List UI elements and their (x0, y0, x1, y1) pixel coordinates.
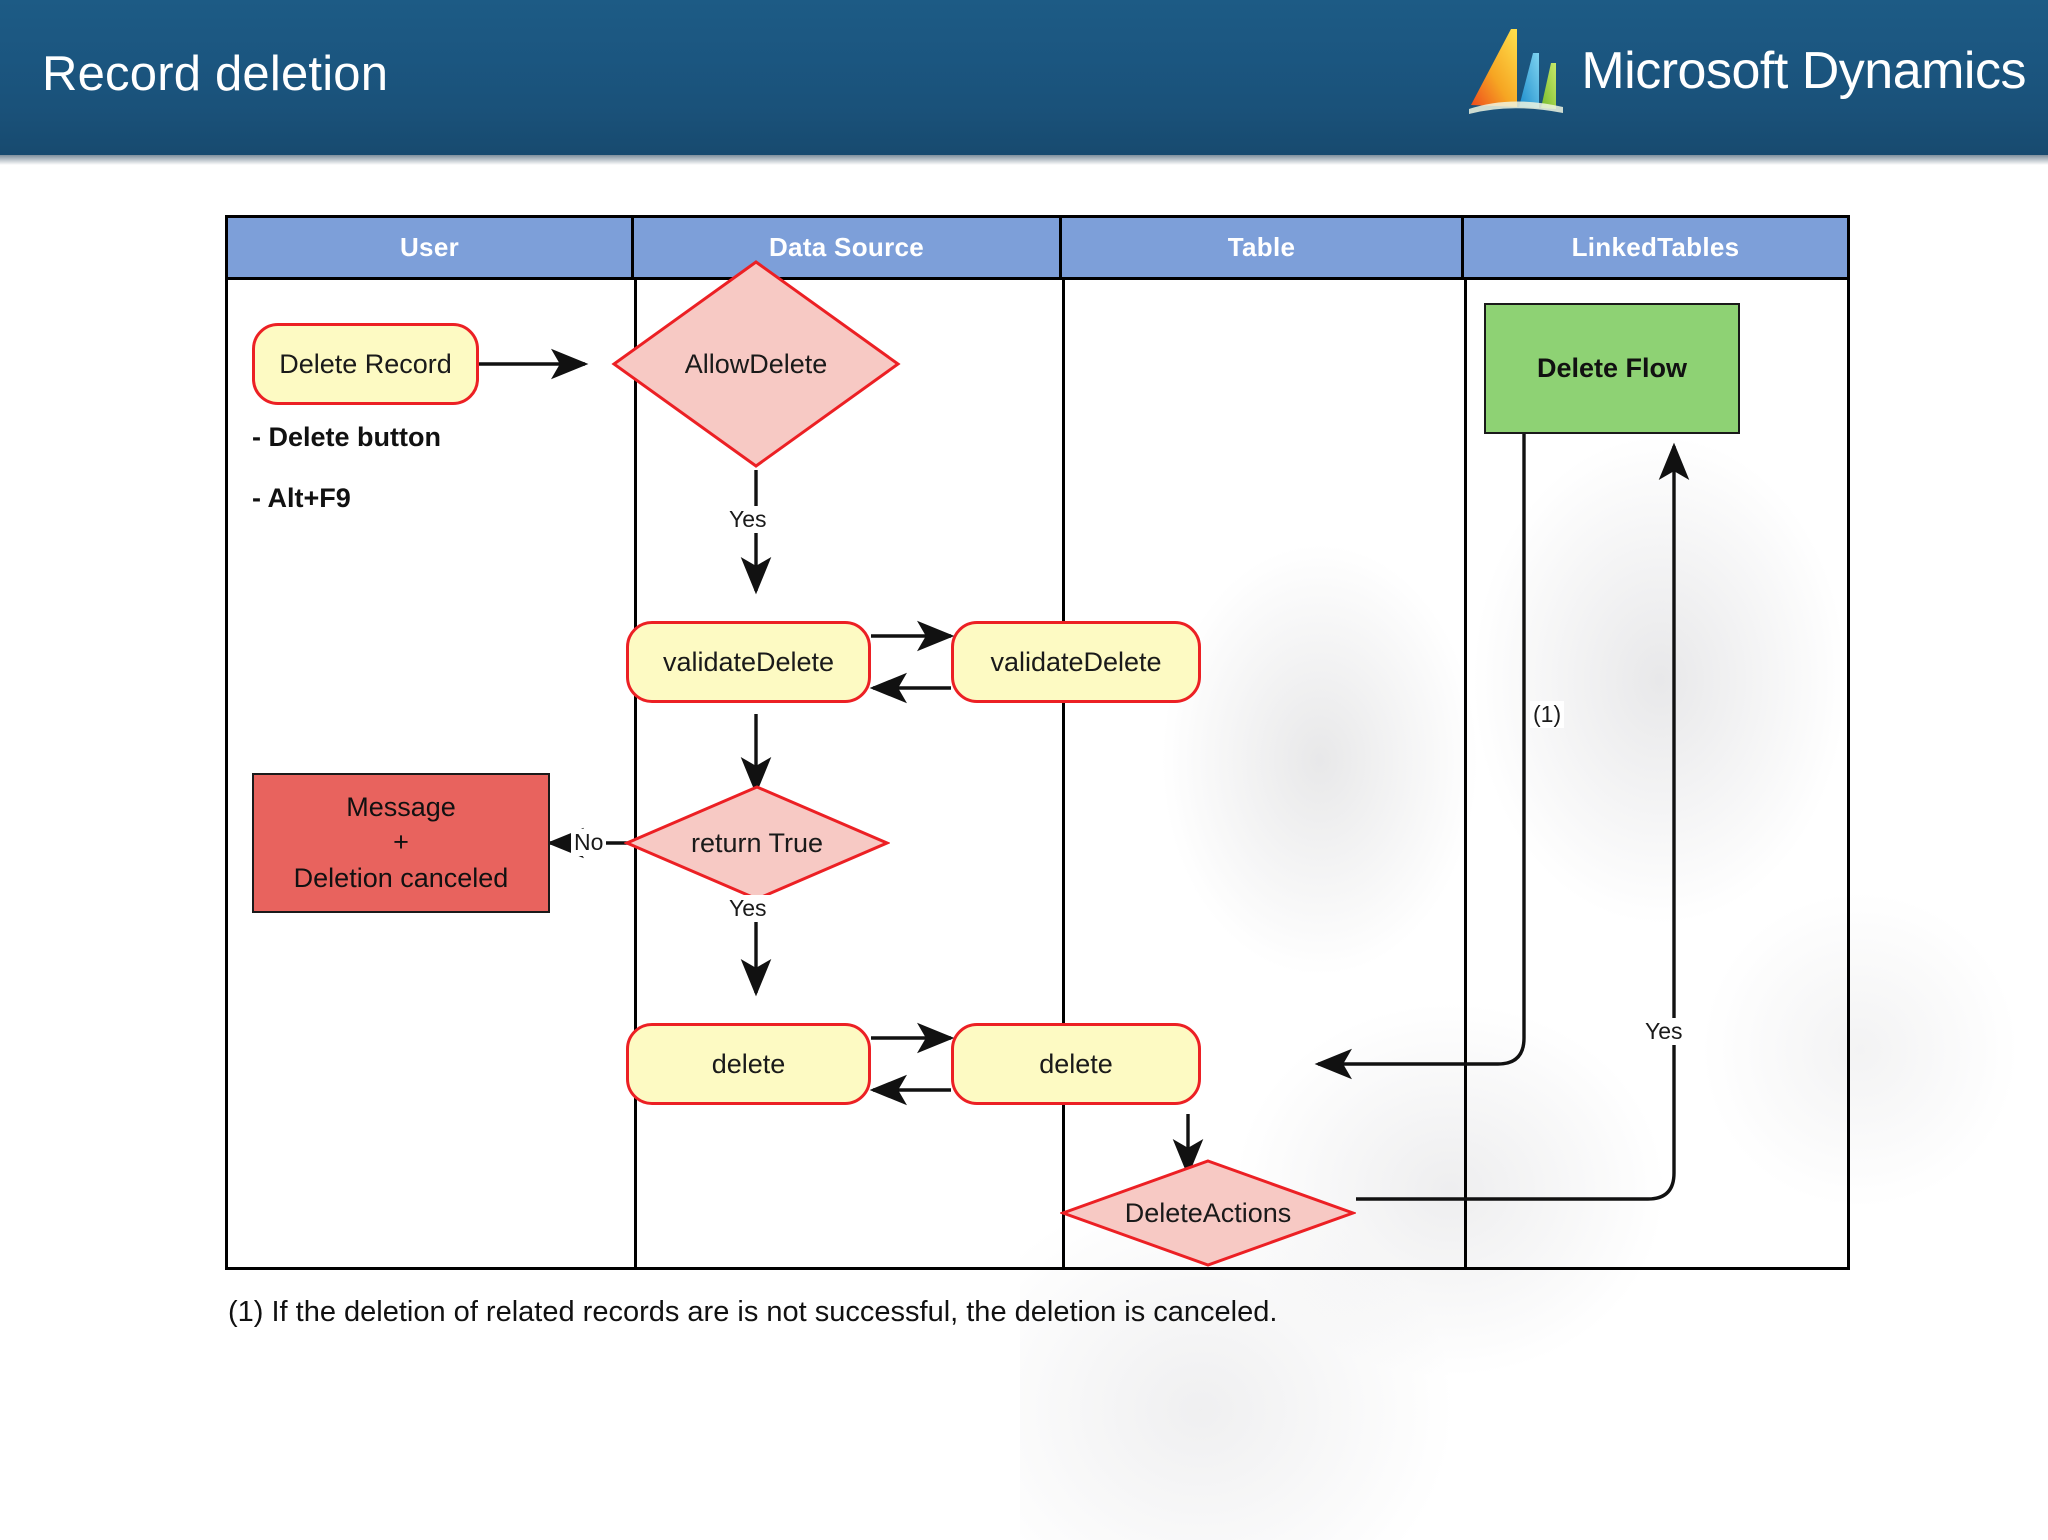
lane-divider-1 (634, 280, 637, 1267)
brand-logo: Microsoft Dynamics (1467, 16, 2026, 126)
note-delete-button: - Delete button (252, 422, 441, 452)
footnote-text: (1) If the deletion of related records a… (228, 1296, 1278, 1328)
swimlane-diagram: User Data Source Table LinkedTables (225, 215, 1850, 1270)
note-alt-f9: - Alt+F9 (252, 483, 351, 513)
edge-label-deleteactions-yes: Yes (1642, 1018, 1686, 1045)
node-return-true[interactable]: return True (624, 784, 890, 902)
node-delete-datasource[interactable]: delete (626, 1023, 871, 1105)
dynamics-logo-icon (1469, 29, 1564, 114)
page-title: Record deletion (42, 47, 389, 101)
node-validate-delete-table[interactable]: validateDelete (951, 621, 1201, 703)
header-band (0, 0, 2048, 155)
edge-label-allowdelete-yes: Yes (726, 506, 770, 533)
node-delete-table[interactable]: delete (951, 1023, 1201, 1105)
header-shadow (0, 155, 2048, 165)
column-header-user: User (228, 218, 634, 280)
brand-name: Microsoft Dynamics (1581, 42, 2026, 100)
column-header-table: Table (1062, 218, 1464, 280)
column-header-linkedtables: LinkedTables (1464, 218, 1847, 280)
edge-label-return-true-no: No (571, 829, 607, 856)
edge-label-footnote-ref: (1) (1530, 701, 1565, 728)
column-header-data-source: Data Source (634, 218, 1062, 280)
node-delete-actions[interactable]: DeleteActions (1060, 1158, 1356, 1268)
node-validate-delete-datasource[interactable]: validateDelete (626, 621, 871, 703)
lane-divider-3 (1464, 280, 1467, 1267)
node-delete-flow[interactable]: Delete Flow (1484, 303, 1740, 434)
edge-label-return-true-yes: Yes (726, 895, 770, 922)
node-message-deletion-canceled[interactable]: Message + Deletion canceled (252, 773, 550, 913)
swimlane-header-row: User Data Source Table LinkedTables (228, 218, 1847, 280)
message-line-3: Deletion canceled (293, 862, 509, 893)
node-allow-delete[interactable]: AllowDelete (611, 259, 901, 469)
message-line-1: Message (346, 791, 456, 822)
lane-divider-2 (1062, 280, 1065, 1267)
message-line-2: + (393, 827, 409, 858)
node-delete-record[interactable]: Delete Record (252, 323, 479, 405)
